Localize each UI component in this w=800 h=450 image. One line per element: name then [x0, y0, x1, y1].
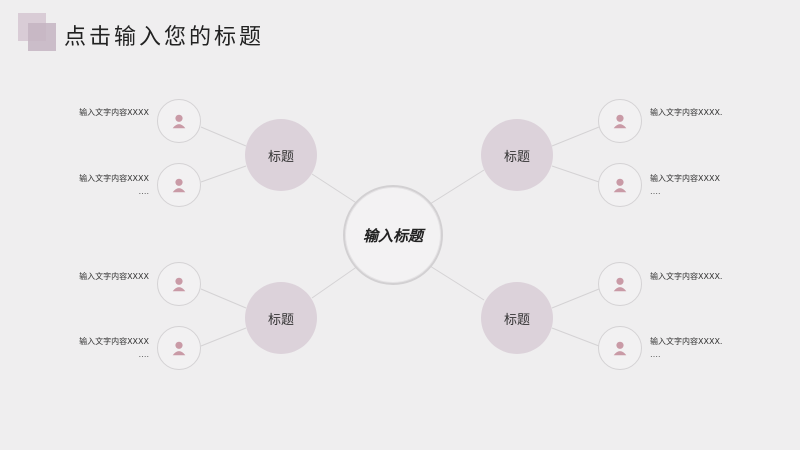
note-text: 输入文字内容XXXX [79, 174, 149, 183]
leaf-node[interactable] [157, 326, 201, 370]
leaf-note[interactable]: 输入文字内容XXXX …. [650, 172, 720, 198]
connector-line [311, 265, 359, 299]
decor-square-front [28, 23, 56, 51]
page-title[interactable]: 点击输入您的标题 [64, 25, 265, 50]
note-ellipsis: …. [650, 350, 661, 359]
branch-label: 标题 [503, 312, 530, 328]
connector-line [429, 265, 485, 301]
leaf-node[interactable] [598, 326, 642, 370]
note-text: 输入文字内容XXXX. [650, 272, 723, 281]
connector-line [200, 327, 247, 347]
connector-line [200, 288, 247, 309]
connector-line [551, 165, 600, 183]
note-text: 输入文字内容XXXX [650, 174, 720, 183]
connector-line [200, 165, 247, 183]
leaf-note[interactable]: 输入文字内容XXXX …. [79, 335, 149, 361]
user-icon [172, 277, 186, 292]
branch-node-bottom-left[interactable]: 标题 [245, 282, 317, 354]
user-icon [613, 341, 627, 356]
branch-node-top-left[interactable]: 标题 [245, 119, 317, 191]
user-icon [172, 178, 186, 193]
connector-line [429, 169, 485, 205]
connector-line [311, 173, 359, 205]
leaf-note[interactable]: 输入文字内容XXXX. …. [650, 335, 722, 361]
note-text: 输入文字内容XXXX. [650, 108, 723, 117]
leaf-note[interactable]: 输入文字内容XXXX. [650, 270, 722, 283]
leaf-node[interactable] [157, 99, 201, 143]
leaf-node[interactable] [598, 262, 642, 306]
user-icon [172, 341, 186, 356]
note-text: 输入文字内容XXXX [79, 337, 149, 346]
note-text: 输入文字内容XXXX [79, 108, 149, 117]
connector-line [200, 126, 247, 147]
note-text: 输入文字内容XXXX [79, 272, 149, 281]
user-icon [613, 178, 627, 193]
leaf-note[interactable]: 输入文字内容XXXX [79, 270, 149, 283]
leaf-note[interactable]: 输入文字内容XXXX …. [79, 172, 149, 198]
note-ellipsis: …. [138, 187, 149, 196]
note-ellipsis: …. [138, 350, 149, 359]
center-node[interactable]: 输入标题 [343, 185, 443, 285]
branch-label: 标题 [267, 312, 294, 328]
user-icon [613, 114, 627, 129]
leaf-note[interactable]: 输入文字内容XXXX. [650, 106, 722, 119]
leaf-note[interactable]: 输入文字内容XXXX [79, 106, 149, 119]
user-icon [172, 114, 186, 129]
leaf-node[interactable] [157, 163, 201, 207]
leaf-node[interactable] [598, 99, 642, 143]
branch-label: 标题 [267, 149, 294, 165]
branch-node-bottom-right[interactable]: 标题 [481, 282, 553, 354]
connector-line [551, 327, 600, 347]
branch-node-top-right[interactable]: 标题 [481, 119, 553, 191]
center-label: 输入标题 [362, 226, 423, 245]
connector-line [551, 288, 600, 309]
note-text: 输入文字内容XXXX. [650, 337, 723, 346]
note-ellipsis: …. [650, 187, 661, 196]
user-icon [613, 277, 627, 292]
connector-line [551, 126, 600, 147]
leaf-node[interactable] [598, 163, 642, 207]
leaf-node[interactable] [157, 262, 201, 306]
branch-label: 标题 [503, 149, 530, 165]
